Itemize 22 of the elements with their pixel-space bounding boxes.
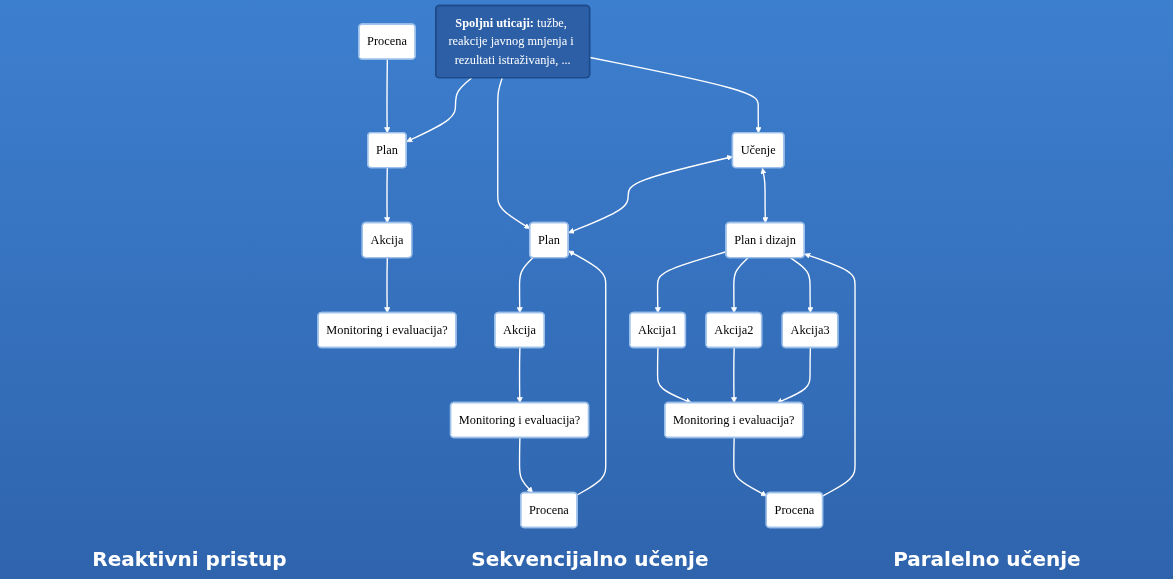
arrow [518, 437, 534, 494]
arrow [384, 257, 391, 314]
arrow [656, 347, 692, 404]
arrow [804, 252, 856, 497]
arrow [776, 347, 812, 404]
section-title: Paralelno učenje [893, 547, 1081, 571]
arrow [384, 167, 391, 224]
section-title: Sekvencijalno učenje [471, 547, 709, 571]
arrow [516, 347, 523, 404]
arrow [384, 58, 391, 134]
arrow [731, 347, 738, 404]
arrow [406, 77, 473, 143]
arrow [568, 250, 607, 496]
arrow [516, 257, 534, 314]
arrow [497, 77, 531, 229]
arrow [731, 257, 749, 314]
arrow [733, 437, 767, 497]
arrow [589, 56, 762, 134]
arrow [760, 167, 769, 224]
section-title: Reaktivni pristup [92, 547, 287, 571]
arrow [568, 155, 733, 234]
arrow [789, 257, 814, 314]
